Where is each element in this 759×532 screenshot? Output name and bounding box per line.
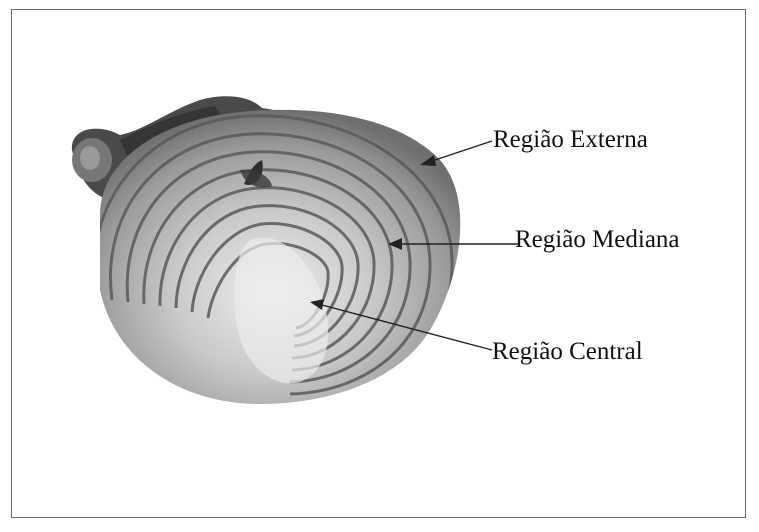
label-external-region: Região Externa — [493, 127, 648, 152]
label-median-region: Região Mediana — [515, 227, 680, 252]
label-central-region: Região Central — [492, 339, 643, 364]
onion-bulb — [94, 110, 461, 408]
